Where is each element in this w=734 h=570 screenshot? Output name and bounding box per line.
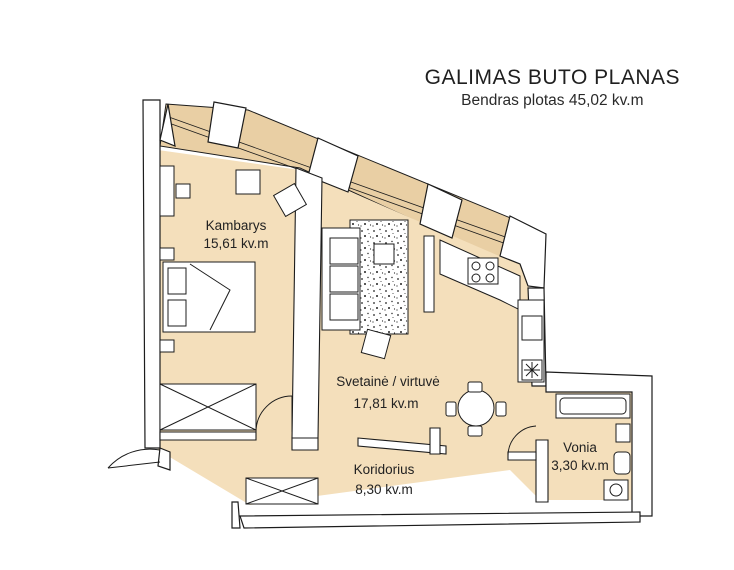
entrance-door-arc [107, 448, 161, 469]
interior-walls [159, 167, 549, 503]
bathroom-fixtures [555, 393, 631, 501]
bathroom-area: 3,30 kv.m [551, 458, 609, 473]
armchair-icon [272, 182, 308, 218]
chair-icon [175, 183, 191, 199]
side-table-icon [373, 243, 395, 265]
nightstand-icon [159, 247, 175, 261]
bedroom-area: 15,61 kv.m [203, 236, 268, 251]
armchair-icon [360, 328, 392, 360]
stove-icon [467, 257, 499, 285]
bedroom-name: Kambarys [206, 218, 267, 233]
corridor-name: Koridorius [354, 462, 415, 477]
living-area: 17,81 kv.m [353, 396, 418, 411]
pillow-icon [167, 299, 187, 327]
bedroom-door-arc [255, 395, 293, 433]
plan-header: GALIMAS BUTO PLANAS Bendras plotas 45,02… [425, 66, 680, 110]
armchair-icon [235, 169, 261, 195]
corridor-area: 8,30 kv.m [355, 482, 413, 497]
pillow-icon [167, 267, 187, 295]
plan-total-area: Bendras plotas 45,02 kv.m [461, 92, 644, 109]
dining-table-icon [457, 389, 495, 427]
dining-chair-icon [445, 401, 457, 417]
sofa-cushion [329, 237, 359, 265]
sofa-cushion [329, 265, 359, 293]
corridor-wardrobe [245, 477, 319, 505]
sink-icon [615, 423, 631, 443]
dining-chair-icon [495, 401, 507, 417]
plan-title: GALIMAS BUTO PLANAS [424, 66, 680, 89]
sofa-cushion [329, 293, 359, 321]
entrance-door-leaf [107, 461, 161, 469]
tv-stand-icon [423, 235, 435, 313]
desk [159, 165, 175, 217]
bathroom-door-arc [507, 425, 537, 457]
sink-icon [521, 315, 543, 341]
dining-chair-icon [467, 425, 483, 437]
bathroom-name: Vonia [563, 440, 597, 455]
washing-machine-icon [603, 479, 629, 501]
dining-chair-icon [467, 381, 483, 393]
living-furniture [321, 219, 545, 437]
nightstand-icon [159, 339, 175, 353]
bedroom-furniture [159, 165, 308, 431]
toilet-icon [613, 451, 631, 475]
living-name: Svetainė / virtuvė [336, 374, 440, 389]
